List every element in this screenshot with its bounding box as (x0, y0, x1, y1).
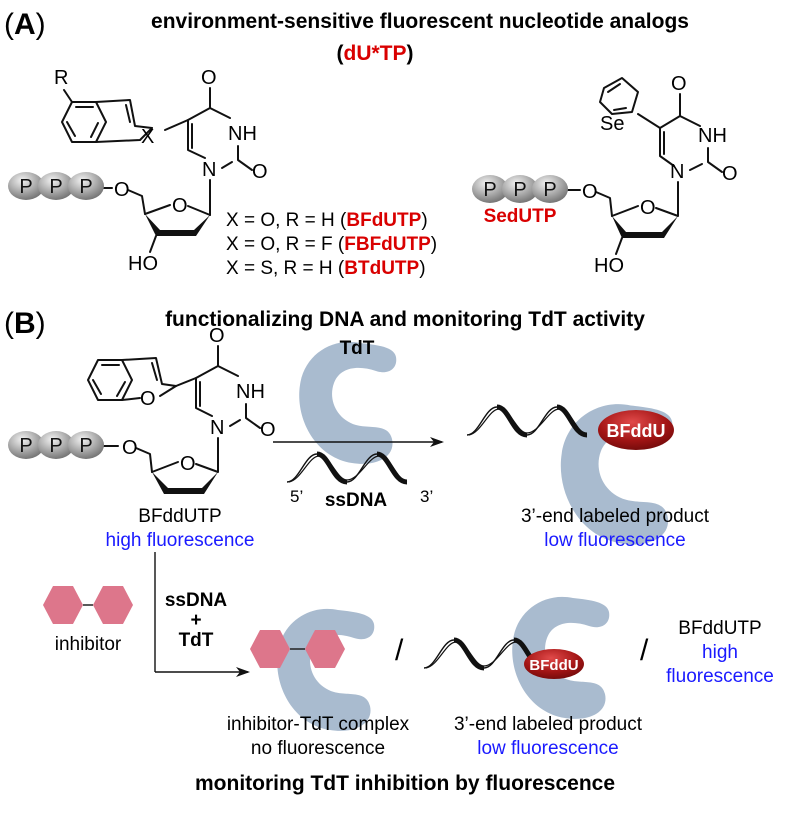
variant-fbfdutp: X = O, R = F (FBFdUTP) (226, 234, 437, 255)
phosphate-label: P (19, 435, 32, 457)
sedutp-triphosphate: P P P (472, 175, 568, 203)
bfddutp-carbonyl-o-top: O (209, 325, 225, 347)
dutp-generic-structure: R X O NH O N O O HO (8, 67, 268, 275)
bfddutp-sugar-o: O (180, 453, 196, 475)
x-atom-label: X (141, 126, 154, 148)
bfddutp-n1: N (210, 417, 224, 439)
variant-bfdutp: X = O, R = H (BFdUTP) (226, 210, 428, 231)
labeled-product: BFddU 3’-end labeled product low fluores… (467, 404, 710, 551)
separator-slash: / (640, 634, 649, 667)
variant-list: X = O, R = H (BFdUTP) X = O, R = F (FBFd… (226, 210, 437, 279)
conditions-ssdna: ssDNA (165, 590, 228, 611)
inh-product-fluorescence: low fluorescence (477, 738, 619, 759)
nh-label: NH (228, 123, 257, 145)
reaction-step: TdT 5’ ssDNA 3’ (273, 338, 444, 511)
phosphate-label: P (79, 435, 92, 457)
bfddutp-name: BFddUTP (138, 506, 221, 527)
tdt-enzyme-icon (299, 341, 397, 464)
inhibitor-icon (43, 586, 133, 624)
dna-5prime-label: 5’ (290, 487, 303, 506)
bfddu-tag-label: BFddU (607, 421, 666, 441)
complex-fluorescence: no fluorescence (251, 738, 385, 759)
bfddu-tag (524, 649, 584, 679)
sedutp-hydroxyl: HO (594, 255, 624, 277)
dna-3prime-label: 3’ (420, 487, 433, 506)
free-fluorescence-high: high (702, 642, 738, 663)
dna-strand-icon (467, 407, 587, 435)
ssdna-label: ssDNA (325, 490, 388, 511)
phosphate-label: P (49, 435, 62, 457)
product-fluorescence: low fluorescence (544, 530, 686, 551)
linker-o: O (114, 179, 130, 201)
se-atom-label: Se (600, 113, 624, 135)
bfddu-tag (598, 410, 674, 450)
complex-name: inhibitor-TdT complex (227, 714, 410, 735)
sedutp-sugar-ring-o: O (640, 197, 656, 219)
hydroxyl-label: HO (128, 253, 158, 275)
bfddutp-fluorescence: high fluorescence (106, 530, 255, 551)
phosphate-label: P (543, 179, 556, 201)
furan-o-label: O (140, 388, 156, 410)
bfddutp-linker-o: O (122, 437, 138, 459)
sedutp-n1-label: N (670, 161, 684, 183)
n1-label: N (202, 159, 216, 181)
sugar-ring-o: O (172, 195, 188, 217)
sedutp-nh-label: NH (698, 125, 727, 147)
free-fluorescence-word: fluorescence (666, 666, 774, 687)
conditions-plus: + (190, 610, 201, 631)
panel-b-label: (B) (4, 307, 46, 340)
inh-product-name: 3’-end labeled product (454, 714, 643, 735)
panel-a-subtitle: (dU*TP) (337, 42, 414, 65)
r-group-label: R (54, 67, 68, 89)
bfddutp-carbonyl-o-right: O (260, 419, 276, 441)
inhibition-branch: ssDNA + TdT inhibitor / inhibitor-TdT co… (43, 552, 774, 759)
variant-btdutp: X = S, R = H (BTdUTP) (226, 258, 426, 279)
product-name: 3’-end labeled product (521, 506, 710, 527)
phosphate-label: P (483, 179, 496, 201)
bfddutp-nh: NH (236, 381, 265, 403)
panel-a-label: (A) (4, 8, 46, 41)
separator-slash: / (395, 634, 404, 667)
carbonyl-o-right: O (252, 161, 268, 183)
tdt-label: TdT (340, 338, 375, 359)
phosphate-label: P (513, 179, 526, 201)
conditions-tdt: TdT (179, 630, 214, 651)
inhibitor-label: inhibitor (55, 634, 122, 655)
sedutp-linker-o: O (582, 181, 598, 203)
bfddutp-triphosphate: P P P (8, 431, 104, 459)
sedutp-name: SedUTP (484, 206, 557, 227)
tdt-enzyme-icon (277, 608, 375, 731)
phosphate-label: P (79, 176, 92, 198)
sedutp-carbonyl-o-right: O (722, 163, 738, 185)
bfddutp-structure: O O NH O N O O P P P BFddUTP high fluore… (8, 325, 276, 551)
sedutp-carbonyl-o-top: O (671, 73, 687, 95)
triphosphate-chain: P P P (8, 172, 104, 200)
panel-b-title: functionalizing DNA and monitoring TdT a… (165, 308, 645, 331)
phosphate-label: P (49, 176, 62, 198)
carbonyl-o-top: O (201, 67, 217, 89)
free-bfddutp-name: BFddUTP (678, 618, 761, 639)
phosphate-label: P (19, 176, 32, 198)
panel-a-title: environment-sensitive fluorescent nucleo… (151, 10, 689, 33)
bfddu-tag-label: BFddU (529, 657, 578, 674)
sedutp-structure: Se O NH O N O O HO P P P SedUTP (472, 73, 738, 277)
panel-b-footer: monitoring TdT inhibition by fluorescenc… (195, 772, 615, 795)
bound-inhibitor-icon (250, 630, 345, 668)
